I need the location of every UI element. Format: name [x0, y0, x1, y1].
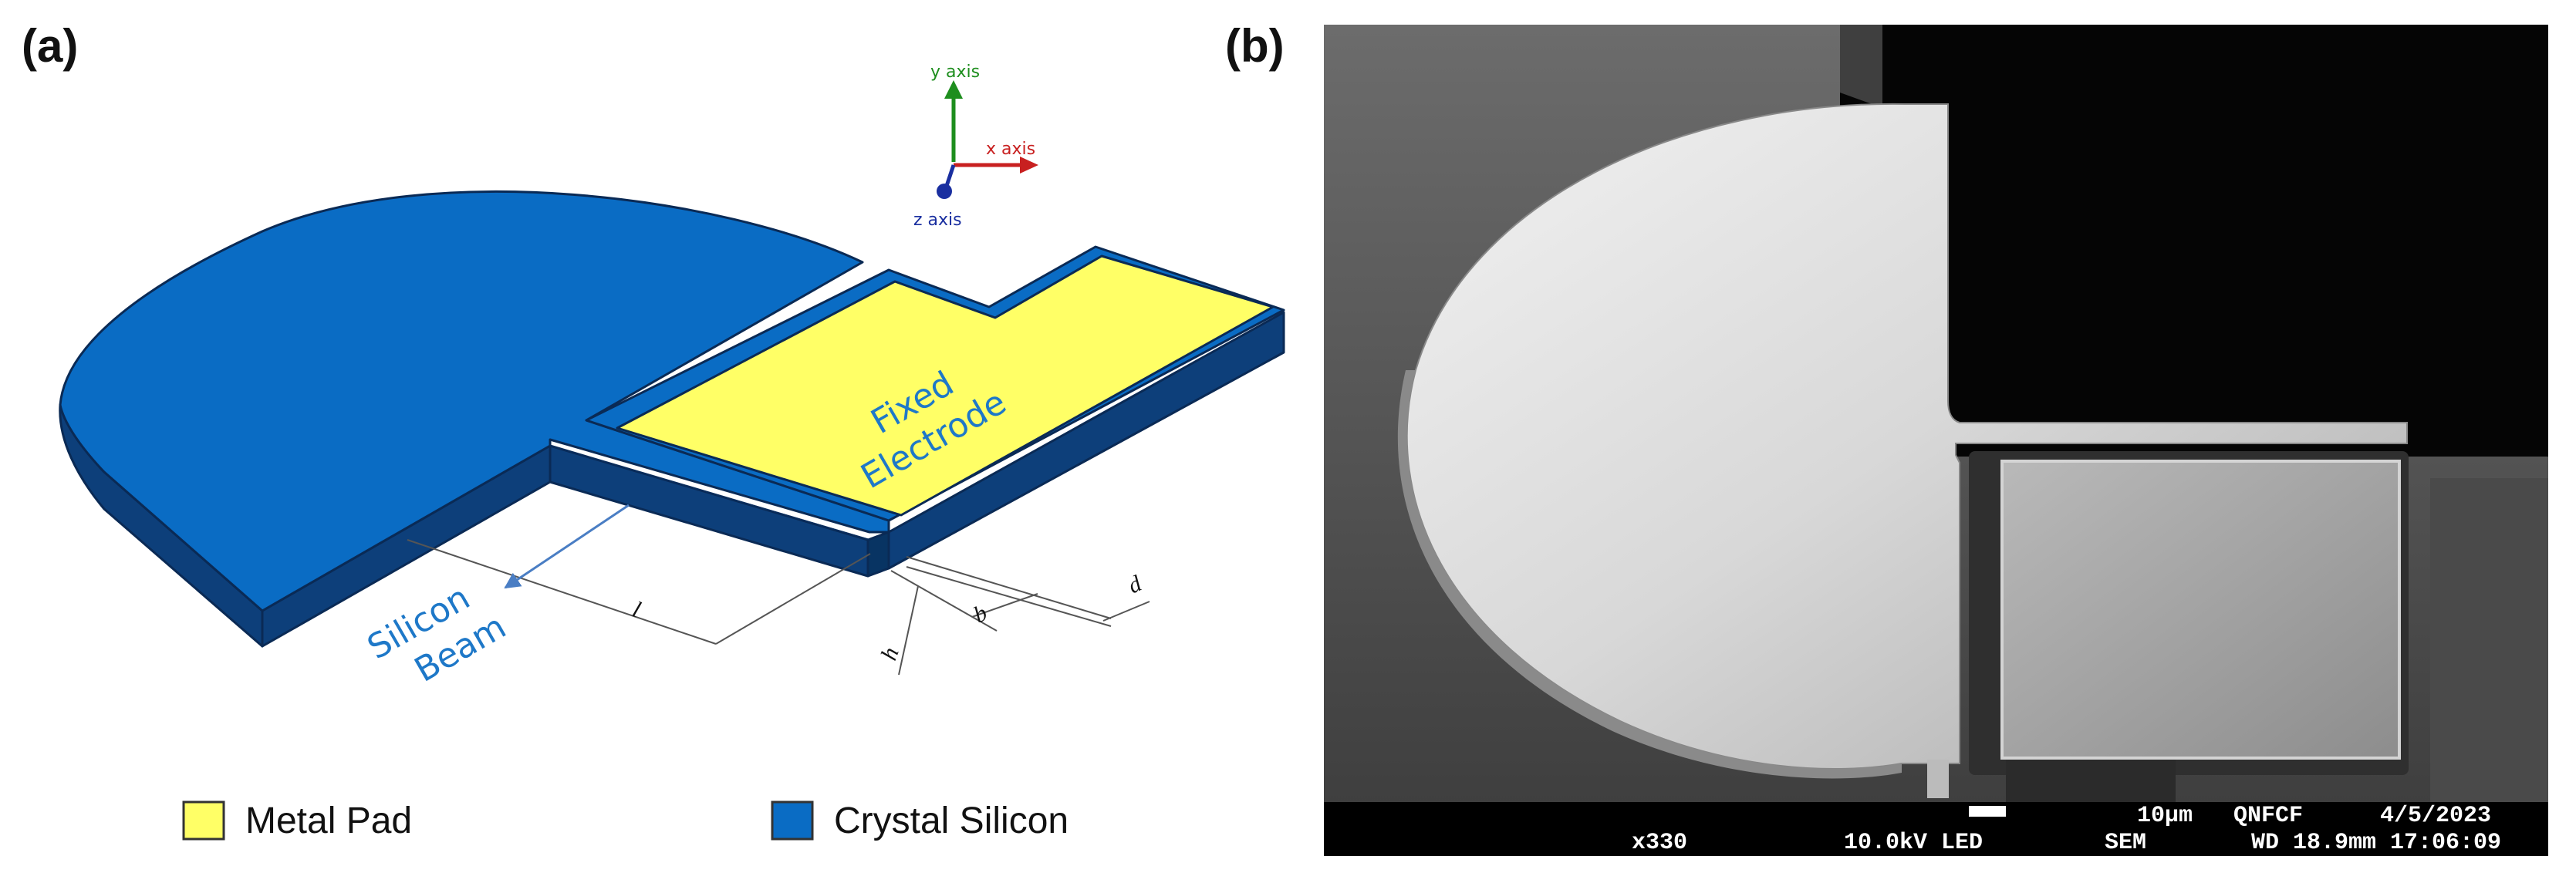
panel-a-label: (a): [22, 20, 78, 72]
sem-image: 10µm QNFCF 4/5/2023 x330 10.0kV LED SEM …: [1324, 25, 2548, 856]
sem-right-substrate: [2430, 478, 2548, 802]
length-dim-line: [407, 539, 717, 645]
silicon-disc-top: [59, 190, 890, 612]
legend-swatch-metal-pad: [182, 800, 225, 841]
sem-scale-text: 10µm: [2137, 803, 2193, 829]
height-label: h: [876, 644, 904, 663]
sem-void-edge: [1840, 25, 1882, 108]
y-axis-arrowhead: [944, 80, 963, 99]
z-axis-label: z axis: [913, 211, 962, 230]
y-axis-label: y axis: [930, 62, 980, 82]
legend: Metal Pad Crystal Silicon: [182, 800, 1069, 841]
gap-tick-line: [1102, 601, 1150, 622]
z-axis-dot: [937, 184, 952, 199]
x-axis-label: x axis: [986, 140, 1035, 159]
sem-electrode-pad: [2000, 460, 2401, 760]
legend-label-crystal-silicon: Crystal Silicon: [834, 800, 1069, 841]
silicon-beam-label: Silicon Beam: [361, 578, 513, 689]
length-extension-line: [715, 553, 871, 645]
width-dim-line: [890, 570, 998, 632]
dimension-lines: [407, 539, 1150, 676]
sem-mode-text: SEM: [2105, 830, 2146, 856]
width-label: b: [970, 600, 991, 628]
height-dim-line: [898, 585, 919, 676]
sem-scale-bar: [1969, 806, 2006, 817]
sem-magnification-text: x330: [1632, 830, 1687, 856]
axis-triad: y axis x axis z axis: [913, 62, 1038, 230]
legend-swatch-crystal-silicon: [771, 800, 814, 841]
legend-label-metal-pad: Metal Pad: [245, 800, 412, 841]
sem-dark-void: [1840, 25, 2548, 457]
x-axis-arrowhead: [1020, 157, 1038, 174]
sem-info-bar: [1324, 802, 2548, 856]
sem-pad-step: [2006, 760, 2176, 802]
gap-label: d: [1124, 571, 1146, 599]
sem-disc: [1406, 103, 2408, 770]
gap-dim-line-1: [906, 566, 1112, 627]
sem-disc-rim: [1397, 370, 1902, 779]
width-tick-line: [971, 593, 1038, 618]
sem-beam-tip: [1927, 760, 1949, 798]
sem-wd-time-text: WD 18.9mm 17:06:09: [2251, 830, 2501, 856]
beam-end-face: [866, 531, 890, 578]
beam-edge-line: [549, 445, 870, 541]
beam-arrow: [504, 504, 630, 589]
panel-b-label: (b): [1225, 20, 1285, 72]
electrode-side-face: [887, 311, 1285, 570]
sem-voltage-text: 10.0kV LED: [1844, 830, 1983, 856]
sem-date-text: 4/5/2023: [2380, 803, 2491, 829]
sem-facility-text: QNFCF: [2233, 803, 2303, 829]
z-axis-arrow: [944, 164, 956, 189]
gap-dim-line-2: [906, 556, 1112, 619]
metal-pad-top: [616, 254, 1274, 517]
